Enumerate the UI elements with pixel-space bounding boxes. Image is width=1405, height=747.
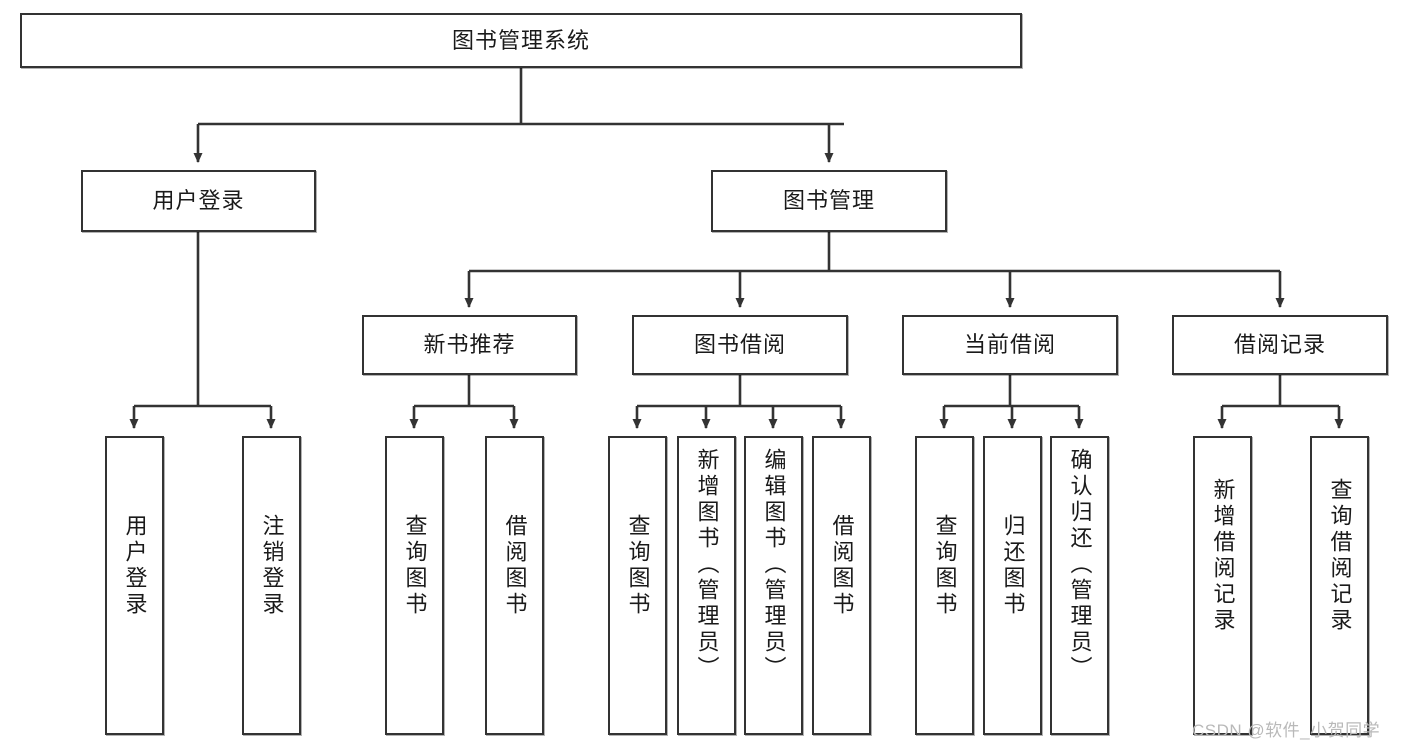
node-leaf-add-book-admin-label: 新增图书（管理员） xyxy=(694,448,720,682)
node-leaf-query-borrow-record-label: 查询借阅记录 xyxy=(1327,478,1353,634)
node-book-manage-label: 图书管理 xyxy=(782,188,875,214)
node-leaf-return-books-label: 归还图书 xyxy=(1000,514,1026,618)
node-leaf-borrow-books-1[interactable]: 借阅图书 xyxy=(485,436,544,735)
node-leaf-query-books-3[interactable]: 查询图书 xyxy=(915,436,974,735)
node-root-label: 图书管理系统 xyxy=(451,27,590,53)
watermark-text: CSDN @软件_小贺同学 xyxy=(1192,721,1381,740)
node-leaf-add-book-admin[interactable]: 新增图书（管理员） xyxy=(677,436,736,735)
node-leaf-query-borrow-record[interactable]: 查询借阅记录 xyxy=(1310,436,1369,735)
node-leaf-logout[interactable]: 注销登录 xyxy=(242,436,301,735)
node-leaf-return-books[interactable]: 归还图书 xyxy=(983,436,1042,735)
node-user-login-label: 用户登录 xyxy=(152,188,245,214)
node-book-borrow-label: 图书借阅 xyxy=(693,332,786,358)
node-leaf-user-login-label: 用户登录 xyxy=(122,514,148,618)
node-leaf-query-books-2[interactable]: 查询图书 xyxy=(608,436,667,735)
node-leaf-borrow-books-2[interactable]: 借阅图书 xyxy=(812,436,871,735)
node-user-login[interactable]: 用户登录 xyxy=(81,170,316,232)
node-leaf-borrow-books-1-label: 借阅图书 xyxy=(502,514,528,618)
node-leaf-confirm-return-admin-label: 确认归还（管理员） xyxy=(1067,448,1093,682)
node-leaf-query-books-3-label: 查询图书 xyxy=(932,514,958,618)
node-new-book-recommendation-label: 新书推荐 xyxy=(423,332,516,358)
node-borrow-record[interactable]: 借阅记录 xyxy=(1172,315,1388,375)
node-leaf-add-borrow-record-label: 新增借阅记录 xyxy=(1210,478,1236,634)
node-borrow-record-label: 借阅记录 xyxy=(1233,332,1326,358)
node-leaf-confirm-return-admin[interactable]: 确认归还（管理员） xyxy=(1050,436,1109,735)
node-leaf-query-books-1-label: 查询图书 xyxy=(402,514,428,618)
node-leaf-user-login[interactable]: 用户登录 xyxy=(105,436,164,735)
node-leaf-logout-label: 注销登录 xyxy=(259,514,285,618)
node-leaf-edit-book-admin[interactable]: 编辑图书（管理员） xyxy=(744,436,803,735)
node-leaf-query-books-2-label: 查询图书 xyxy=(625,514,651,618)
node-leaf-borrow-books-2-label: 借阅图书 xyxy=(829,514,855,618)
node-leaf-query-books-1[interactable]: 查询图书 xyxy=(385,436,444,735)
node-current-borrow-label: 当前借阅 xyxy=(963,332,1056,358)
node-book-borrow[interactable]: 图书借阅 xyxy=(632,315,848,375)
node-leaf-edit-book-admin-label: 编辑图书（管理员） xyxy=(761,448,787,682)
node-new-book-recommendation[interactable]: 新书推荐 xyxy=(362,315,577,375)
node-root[interactable]: 图书管理系统 xyxy=(20,13,1022,68)
node-current-borrow[interactable]: 当前借阅 xyxy=(902,315,1118,375)
node-leaf-add-borrow-record[interactable]: 新增借阅记录 xyxy=(1193,436,1252,735)
node-book-manage[interactable]: 图书管理 xyxy=(711,170,947,232)
